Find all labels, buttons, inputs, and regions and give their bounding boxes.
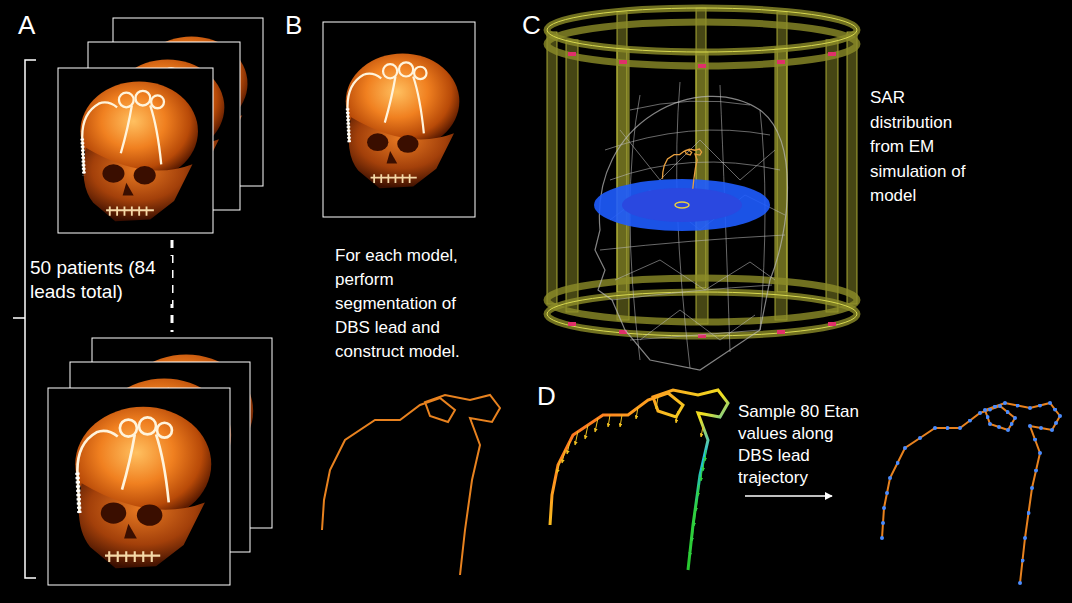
birdcage-coil-part — [826, 40, 838, 312]
step-description: For each model, perform segmentation of … — [335, 244, 485, 364]
image-stack-bottom-part — [75, 407, 211, 569]
birdcage-coil-part — [828, 322, 836, 326]
etan-lead-part — [690, 545, 691, 556]
image-stack-top — [58, 18, 263, 233]
sampled-lead-part — [882, 403, 1060, 583]
model-lead-part — [662, 149, 701, 189]
birdcage-coil-part — [847, 32, 857, 304]
panel-letter: C — [522, 10, 541, 40]
group-bracket — [13, 60, 36, 578]
etan-lead-part — [575, 431, 578, 445]
etan-lead-part — [636, 407, 638, 419]
etan-lead-part — [676, 411, 678, 423]
image-stack-top-part — [58, 68, 213, 233]
etan-lead-part — [692, 530, 693, 541]
etan-lead-part — [550, 390, 728, 570]
image-stack-bottom — [48, 338, 272, 585]
birdcage-coil-part — [777, 12, 787, 292]
birdcage-coil-part — [777, 330, 785, 334]
etan-lead-part — [620, 415, 622, 427]
sar-plane-part — [622, 188, 742, 222]
etan-lead-part — [698, 485, 699, 496]
panel-letter: B — [285, 10, 302, 40]
single-model-image — [323, 22, 475, 217]
step-description: Sample 80 Etan values along DBS lead tra… — [738, 401, 866, 489]
segmented-lead-part — [322, 395, 500, 575]
birdcage-coil-part — [568, 322, 576, 326]
sar-plane-part — [675, 202, 689, 208]
head-wireframe-part — [610, 130, 785, 340]
birdcage-coil-part — [777, 60, 785, 64]
sar-plane — [594, 179, 770, 231]
sar-plane-part — [594, 179, 770, 231]
model-lead — [662, 149, 701, 189]
process-arrow — [745, 495, 832, 497]
image-stack-top-part — [80, 82, 198, 222]
birdcage-coil-part — [547, 8, 857, 52]
step-description: SAR distribution from EM simulation of m… — [870, 86, 982, 209]
head-wireframe — [595, 82, 788, 370]
segmented-lead — [322, 395, 500, 575]
birdcage-coil-part — [566, 40, 578, 312]
birdcage-coil — [547, 8, 857, 338]
birdcage-coil-part — [547, 32, 557, 304]
etan-lead-part — [701, 470, 702, 481]
etan-lead-part — [656, 397, 658, 409]
birdcage-coil-part — [828, 52, 836, 56]
birdcage-coil-part — [619, 60, 627, 64]
birdcage-coil-part — [547, 292, 857, 336]
etan-lead-part — [567, 441, 570, 454]
single-model-image-part — [346, 53, 460, 188]
sampled-lead — [882, 403, 1060, 583]
birdcage-coil-part — [617, 12, 627, 292]
birdcage-coil-part — [547, 22, 857, 66]
etan-lead-part — [703, 460, 704, 471]
birdcage-coil-part — [568, 52, 576, 56]
birdcage-coil-part — [698, 64, 706, 68]
etan-lead-part — [585, 425, 588, 439]
group-count-note: 50 patients (84 leads total) — [30, 256, 172, 304]
etan-lead-part — [705, 450, 706, 461]
birdcage-coil-part — [547, 292, 857, 336]
etan-lead-part — [701, 426, 703, 437]
panel-letter: A — [18, 10, 35, 40]
etan-lead-part — [557, 460, 560, 473]
panel-letter: D — [537, 381, 556, 411]
head-wireframe-part — [595, 96, 788, 370]
image-stack-bottom-part — [48, 388, 230, 585]
etan-lead-part — [694, 515, 695, 526]
etan-lead-part — [562, 450, 565, 463]
etan-lead-part — [595, 418, 598, 432]
etan-lead — [550, 390, 728, 570]
etan-lead-part — [696, 500, 697, 511]
etan-lead-part — [608, 415, 610, 427]
single-model-image-part — [323, 22, 475, 217]
